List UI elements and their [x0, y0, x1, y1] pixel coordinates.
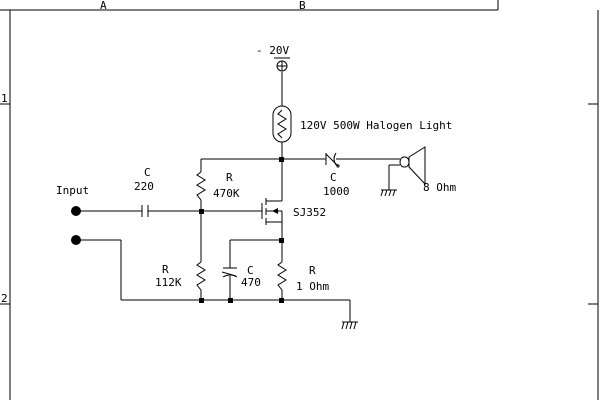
- mosfet-symbol: [261, 196, 283, 226]
- wires: [76, 72, 400, 322]
- input-terminal-ground[interactable]: [71, 235, 81, 245]
- output-capacitor-name: C: [330, 171, 337, 184]
- supply-label: - 20V: [256, 44, 289, 57]
- source-capacitor-symbol: [221, 267, 238, 278]
- junctions: [199, 157, 284, 303]
- frame-row-2-label: 2: [1, 292, 8, 305]
- bias-resistor-top-value: 470K: [213, 187, 240, 200]
- input-capacitor-symbol: [141, 205, 149, 217]
- lamp-label: 120V 500W Halogen Light: [300, 119, 452, 132]
- bias-resistor-top-name: R: [226, 171, 233, 184]
- output-capacitor-symbol: [325, 152, 340, 168]
- source-capacitor-value: 470: [241, 276, 261, 289]
- speaker-symbol: [399, 146, 426, 186]
- source-resistor-value: 1 Ohm: [296, 280, 329, 293]
- source-resistor-name: R: [309, 264, 316, 277]
- frame-row-1-label: 1: [1, 92, 8, 105]
- output-capacitor-value: 1000: [323, 185, 350, 198]
- input-label: Input: [56, 184, 89, 197]
- bias-resistor-top-symbol: [196, 171, 206, 201]
- bias-resistor-bottom-name: R: [162, 263, 169, 276]
- ground-symbol-main: [341, 321, 358, 330]
- ground-symbol-speaker: [380, 189, 397, 197]
- input-terminal-signal[interactable]: [71, 206, 81, 216]
- supply-symbol: [274, 57, 290, 72]
- lamp-symbol: [272, 105, 292, 143]
- frame-col-a-label: A: [100, 0, 107, 12]
- source-resistor-symbol: [277, 261, 287, 291]
- transistor-label: SJ352: [293, 206, 326, 219]
- input-capacitor-value: 220: [134, 180, 154, 193]
- bias-resistor-bottom-value: 112K: [155, 276, 182, 289]
- speaker-label: 8 Ohm: [423, 181, 456, 194]
- source-capacitor-name: C: [247, 264, 254, 277]
- bias-resistor-bottom-symbol: [196, 261, 206, 291]
- input-capacitor-name: C: [144, 166, 151, 179]
- frame-col-b-label: B: [299, 0, 306, 12]
